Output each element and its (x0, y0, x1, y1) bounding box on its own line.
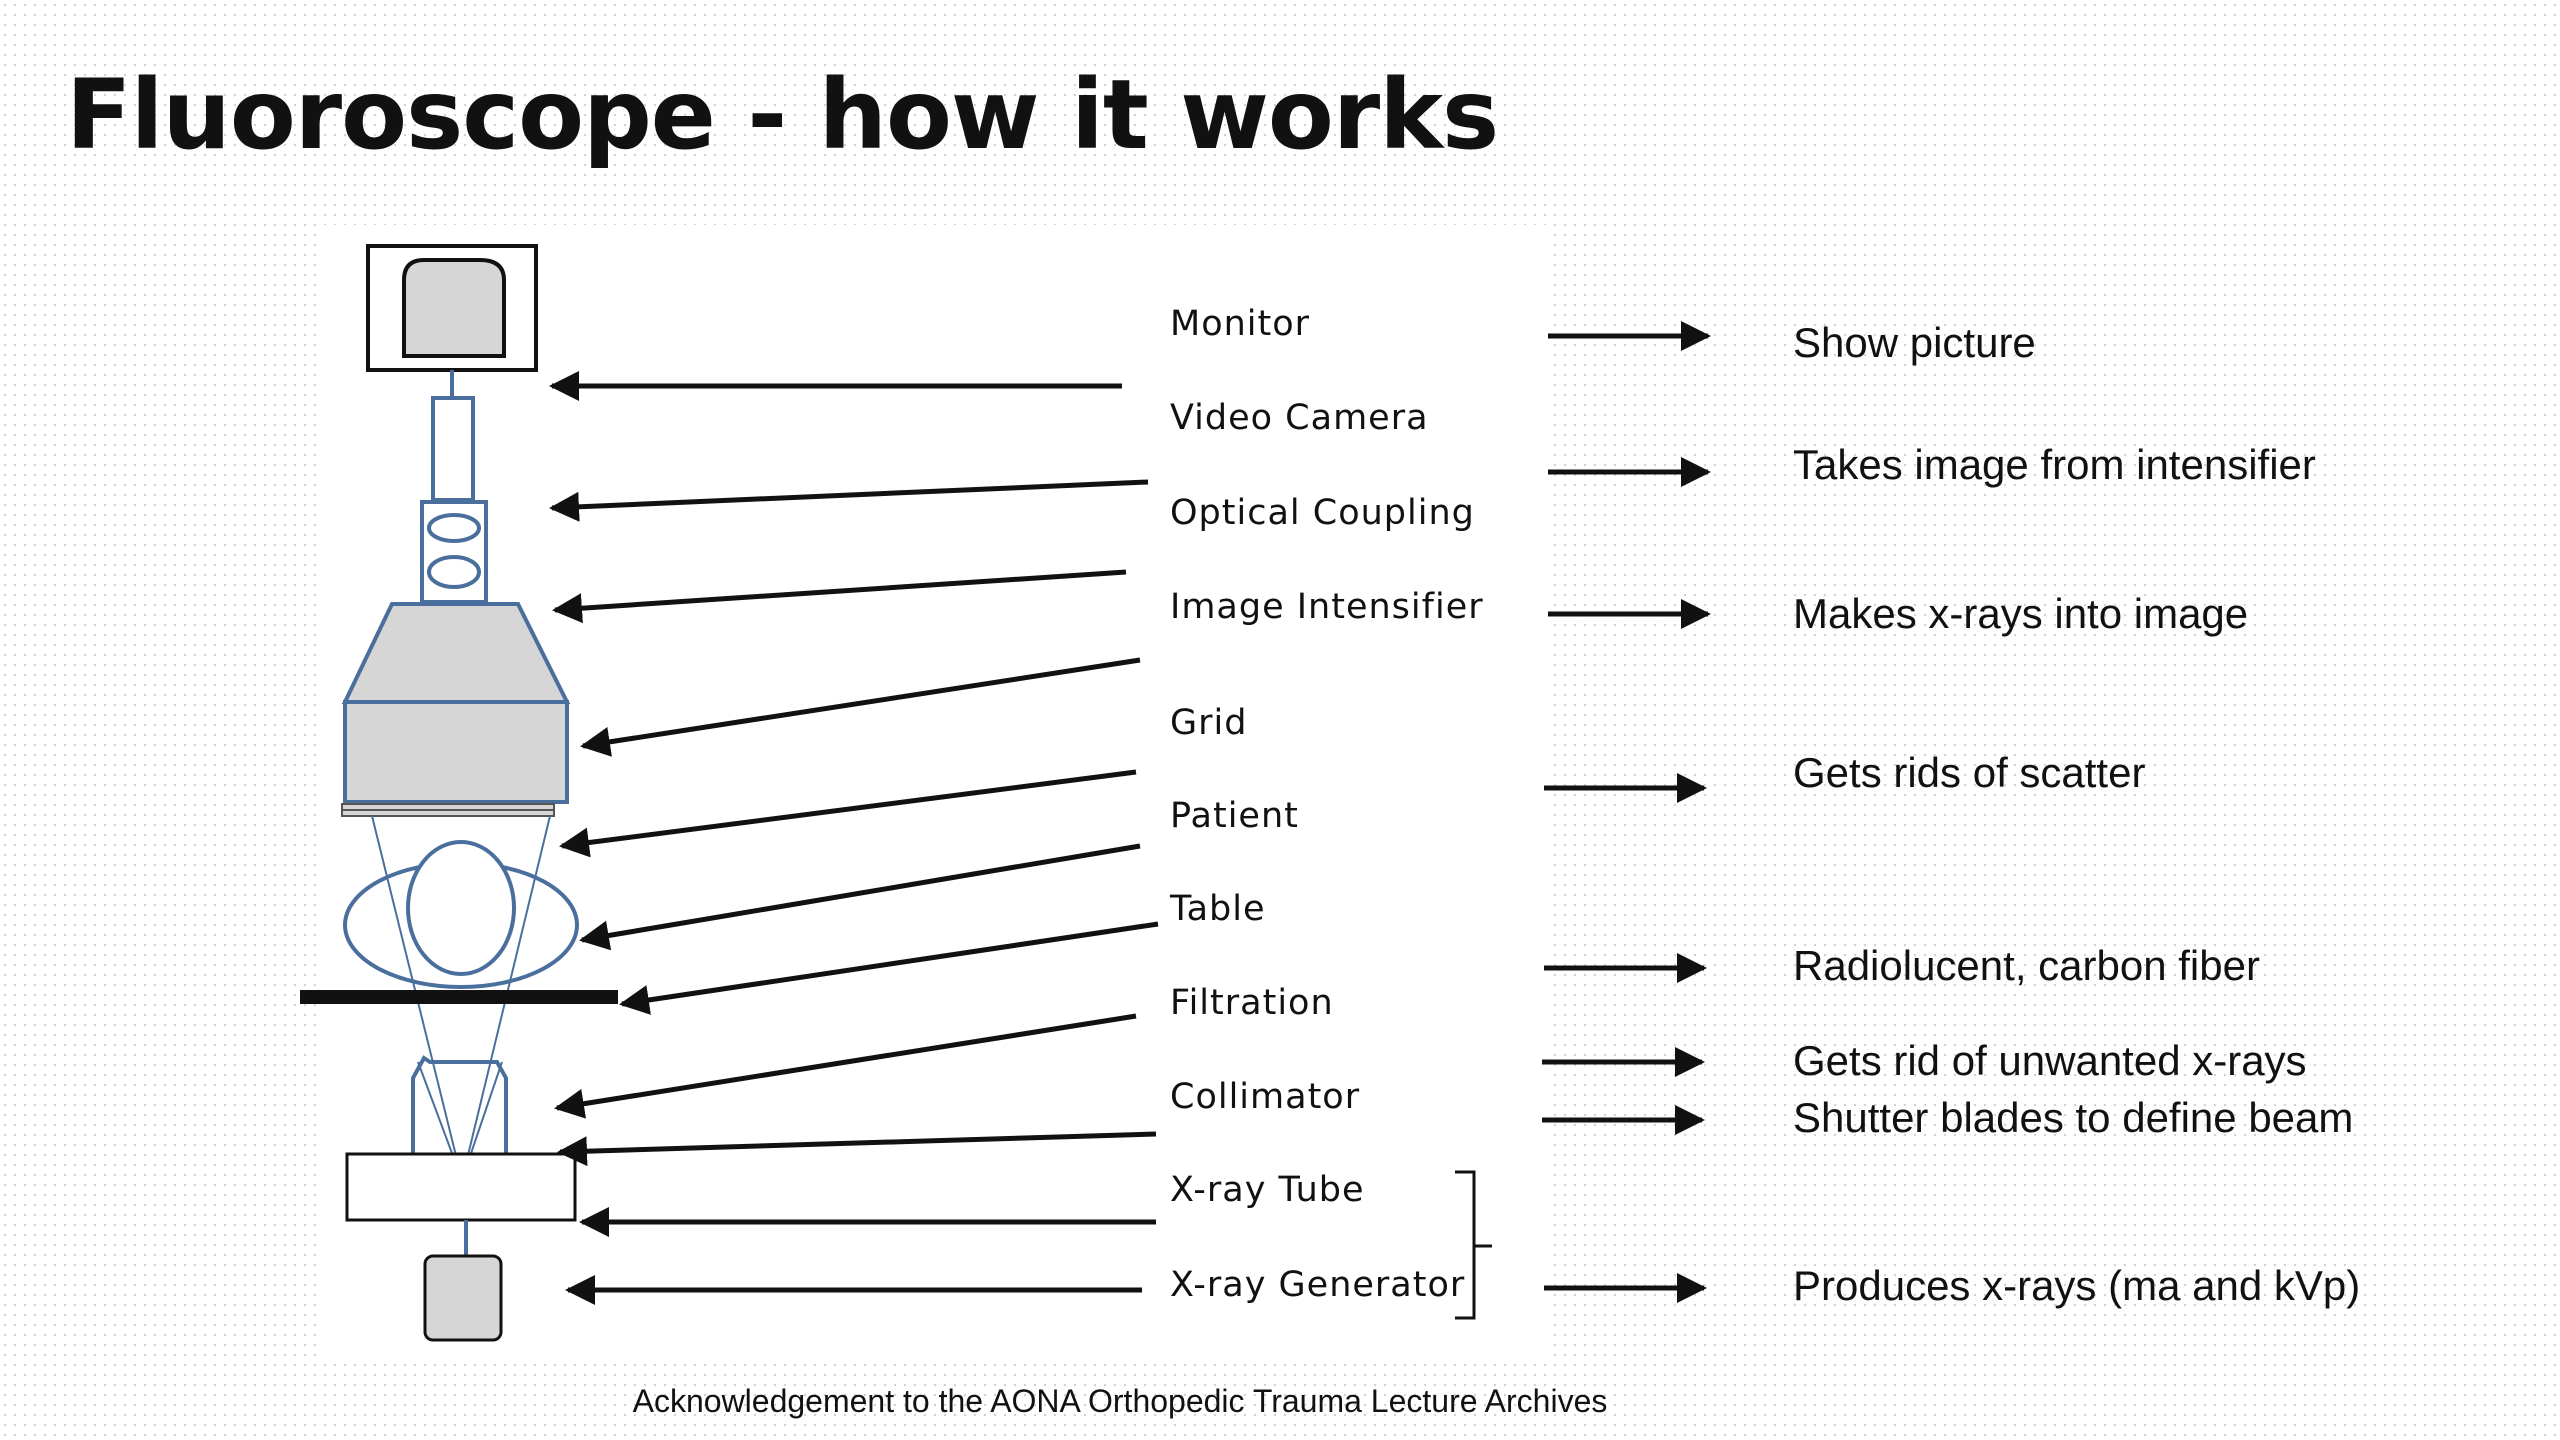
function-label-makes-image: Makes x-rays into image (1793, 590, 2249, 637)
pointer-filtration (554, 1013, 1137, 1119)
function-label-produces: Produces x-rays (ma and kVp) (1793, 1262, 2361, 1309)
component-label-monitor: Monitor (1170, 304, 1311, 344)
function-label-unwanted-xrays: Gets rid of unwanted x-rays (1793, 1037, 2307, 1084)
image-intensifier-body (343, 700, 569, 804)
monitor-screen-shape (402, 258, 506, 358)
fluoroscope-device (300, 244, 618, 1342)
pointer-optical-coupling (552, 569, 1127, 624)
function-label-scatter: Gets rids of scatter (1793, 749, 2146, 796)
component-label-collimator: Collimator (1170, 1077, 1361, 1117)
component-label-image-intensifier: Image Intensifier (1170, 587, 1484, 627)
pointer-collimator (557, 1131, 1157, 1167)
image-intensifier-cone (341, 602, 571, 704)
component-label-optical-coupling: Optical Coupling (1170, 493, 1475, 533)
component-label-filtration: Filtration (1170, 983, 1334, 1023)
component-label-patient: Patient (1170, 796, 1299, 836)
function-label-takes-image: Takes image from intensifier (1793, 441, 2316, 488)
xray-tube-shape (345, 1152, 577, 1222)
component-label-xray-tube: X-ray Tube (1170, 1170, 1365, 1210)
filtration-shape (411, 1055, 508, 1160)
function-label-show-picture: Show picture (1793, 319, 2036, 366)
function-label-radiolucent: Radiolucent, carbon fiber (1793, 942, 2260, 989)
pointer-patient (579, 843, 1141, 951)
function-label-shutter: Shutter blades to define beam (1793, 1094, 2354, 1141)
component-label-table: Table (1170, 889, 1266, 929)
component-pointer-arrows (549, 371, 1159, 1305)
optical-lens-lower (427, 555, 481, 589)
component-label-xray-generator: X-ray Generator (1170, 1265, 1466, 1305)
table-shape (300, 990, 618, 1004)
patient-head (406, 840, 516, 976)
component-label-video-camera: Video Camera (1170, 398, 1429, 438)
pointer-video-camera (549, 479, 1149, 522)
optical-lens-upper (427, 513, 481, 543)
xray-group-bracket (1455, 1170, 1492, 1320)
video-camera-shape (431, 396, 475, 502)
slide-title: Fluoroscope - how it works (66, 59, 1499, 171)
function-arrows (1542, 321, 1711, 1303)
acknowledgement-text: Acknowledgement to the AONA Orthopedic T… (632, 1383, 1608, 1419)
xray-generator-shape (423, 1254, 503, 1342)
pointer-table (619, 921, 1159, 1015)
pointer-grid (559, 769, 1137, 858)
pointer-image-intensifier (580, 657, 1141, 757)
component-label-grid: Grid (1170, 703, 1248, 743)
